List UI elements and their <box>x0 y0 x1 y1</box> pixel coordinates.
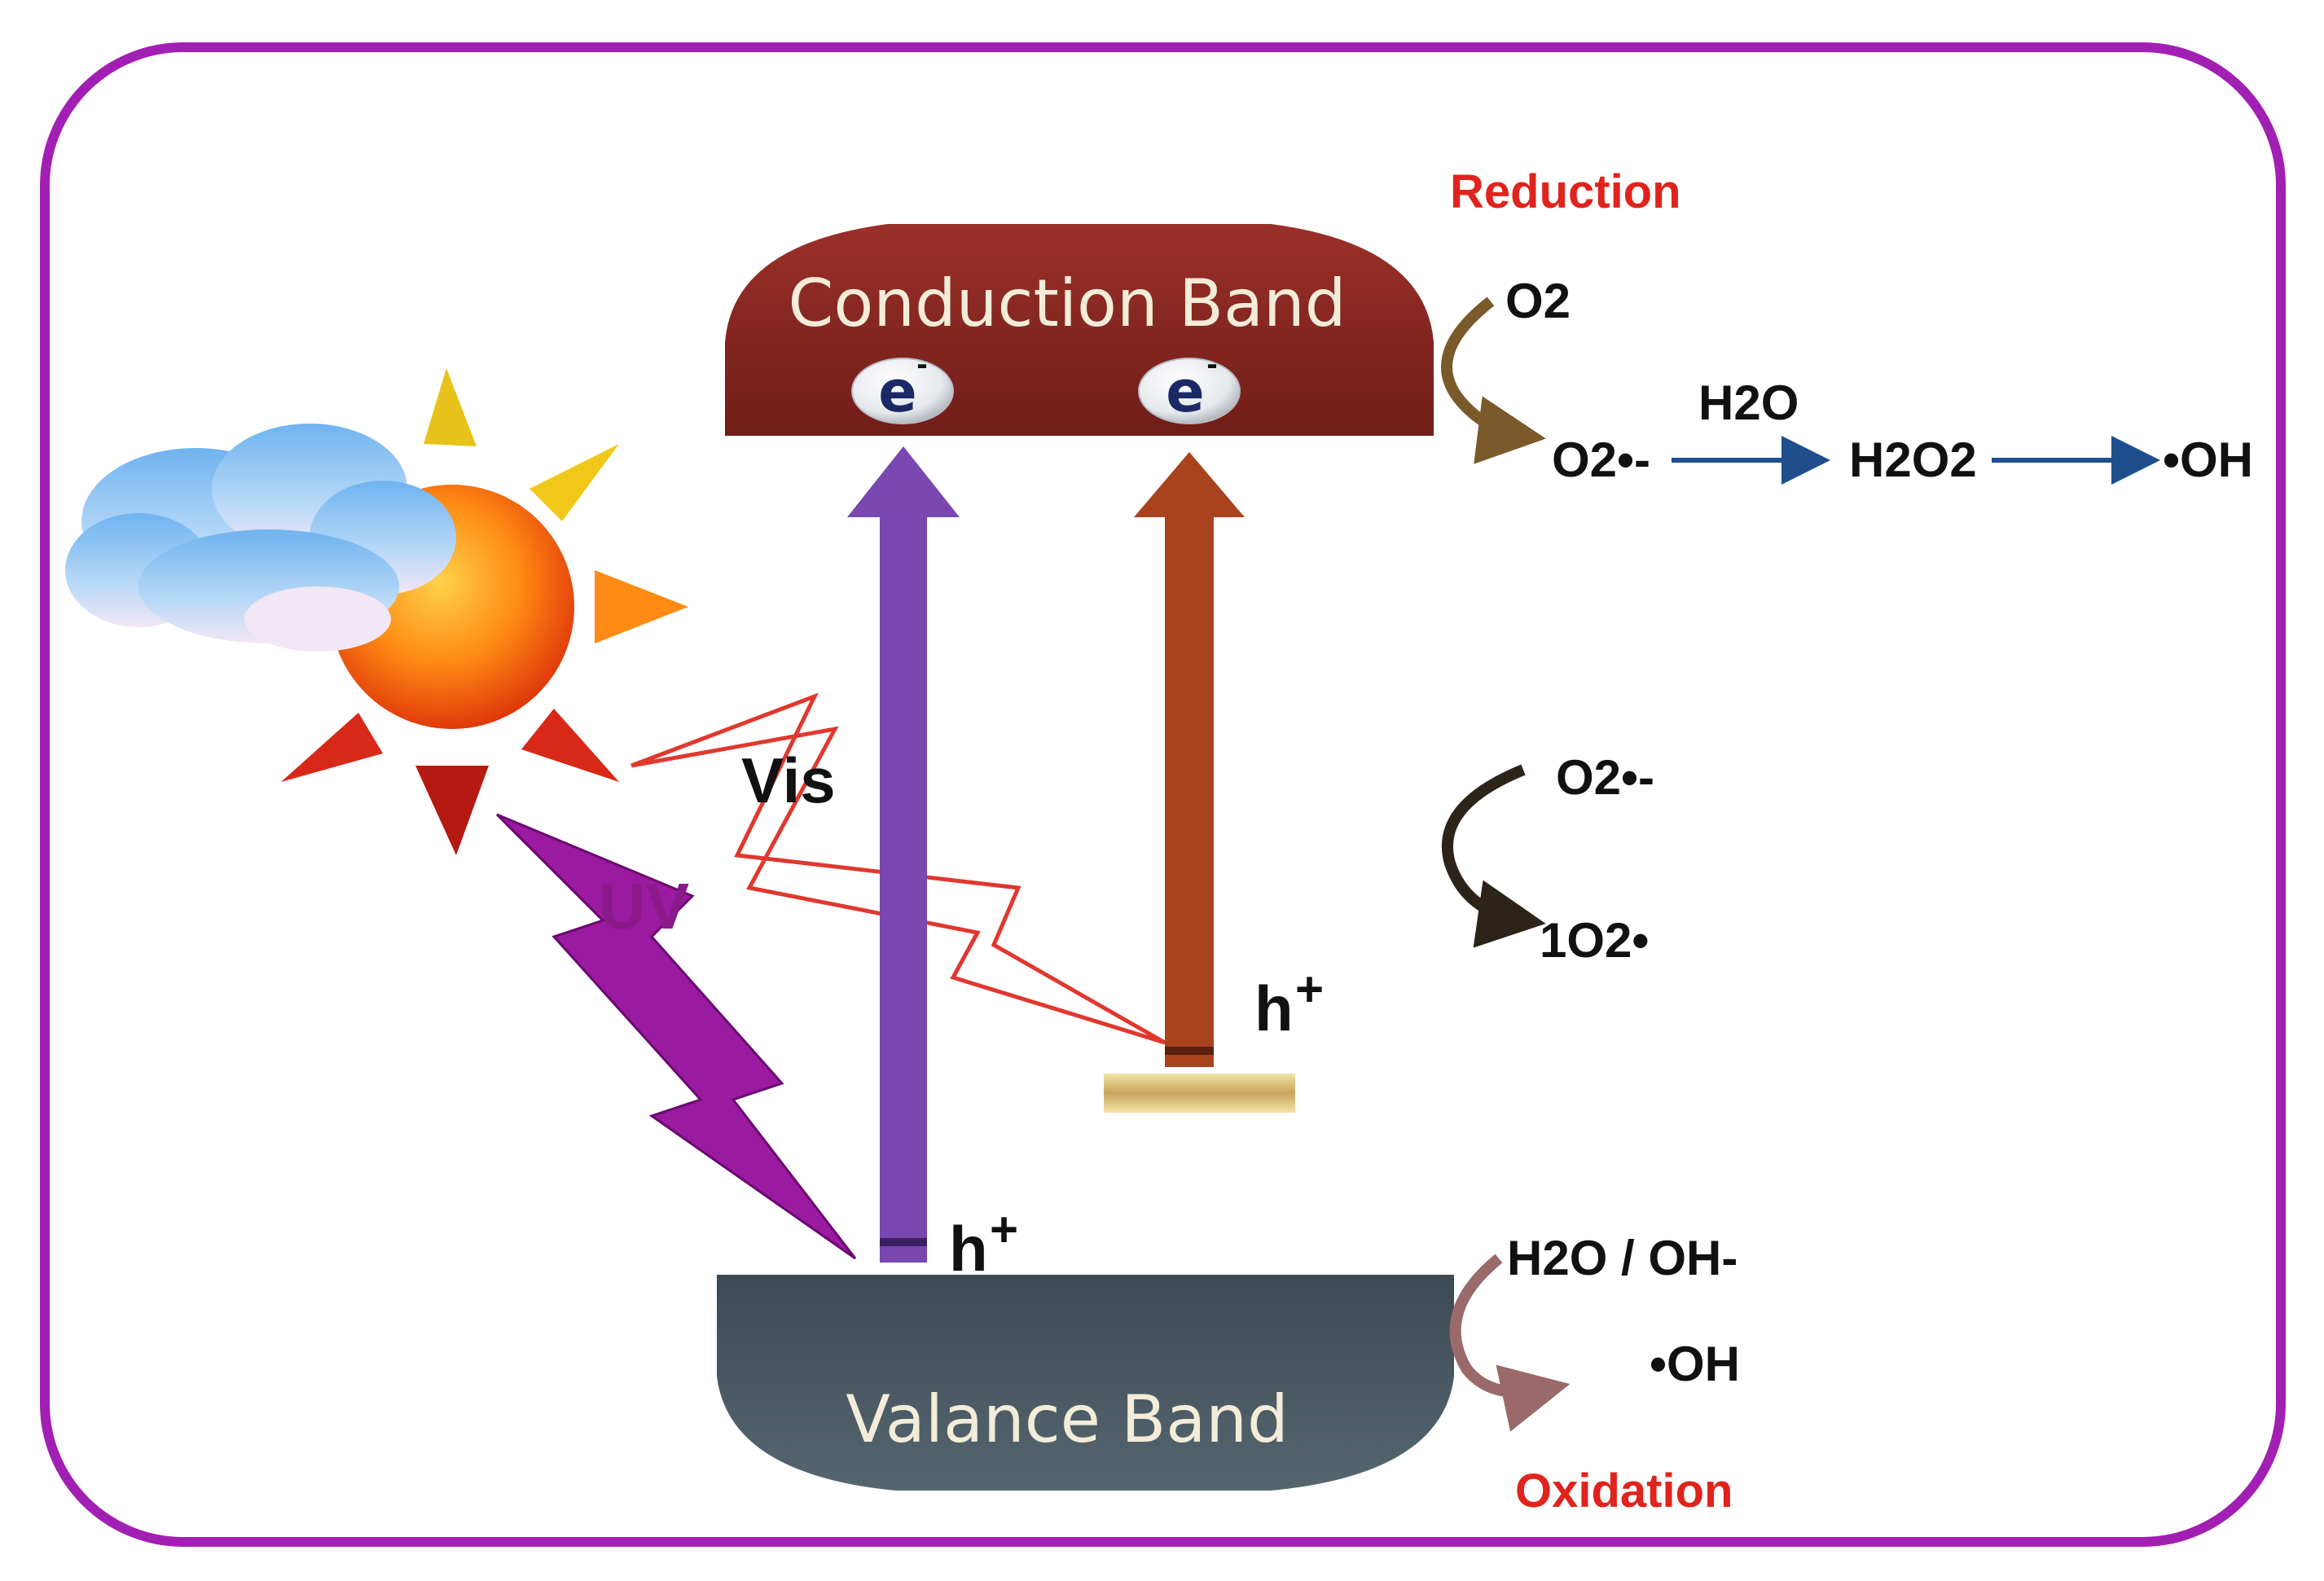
water-label: H2O <box>1698 375 1799 430</box>
svg-text:-: - <box>1206 346 1217 382</box>
svg-text:e: e <box>1166 358 1204 425</box>
middle-curve-arrow <box>1441 764 1546 948</box>
hole-uv: h + <box>949 1202 1018 1285</box>
svg-text:+: + <box>1295 962 1324 1017</box>
hole-vis: h + <box>1254 962 1324 1044</box>
cloud-icon <box>65 424 456 652</box>
middle-singlet-oxygen: 1O2• <box>1540 913 1649 968</box>
valence-band <box>717 1275 1454 1491</box>
middle-superoxide: O2•- <box>1556 750 1654 805</box>
svg-text:h: h <box>1254 973 1294 1044</box>
svg-text:+: + <box>990 1202 1018 1257</box>
oxidation-label: Oxidation <box>1515 1465 1733 1517</box>
vis-excitation-arrow <box>1134 452 1245 1067</box>
peroxide-product: H2O2 <box>1849 433 1977 487</box>
oxidation-curve-arrow <box>1449 1254 1571 1432</box>
svg-text:e: e <box>878 358 916 425</box>
valence-band-label: Valance Band <box>846 1381 1289 1457</box>
uv-excitation-arrow <box>847 446 960 1263</box>
electron-right: e - <box>1138 346 1241 425</box>
svg-text:-: - <box>916 346 927 382</box>
frame-border <box>40 42 2286 1547</box>
reduction-curve-arrow <box>1441 296 1546 464</box>
reduction-label: Reduction <box>1450 165 1681 218</box>
oxidation-reactant: H2O / OH- <box>1507 1231 1738 1285</box>
uv-label: UV <box>599 870 689 942</box>
uv-lightning-icon <box>495 813 857 1260</box>
vis-label: Vis <box>741 744 836 816</box>
o2-reactant: O2 <box>1505 274 1571 328</box>
electron-left: e - <box>851 346 954 425</box>
impurity-level <box>1104 1074 1295 1113</box>
svg-text:h: h <box>949 1213 988 1285</box>
superoxide-product: O2•- <box>1552 433 1650 487</box>
conduction-band-label: Conduction Band <box>788 266 1346 341</box>
oxidation-product: •OH <box>1650 1337 1740 1391</box>
hydroxyl-product: •OH <box>2163 433 2253 487</box>
